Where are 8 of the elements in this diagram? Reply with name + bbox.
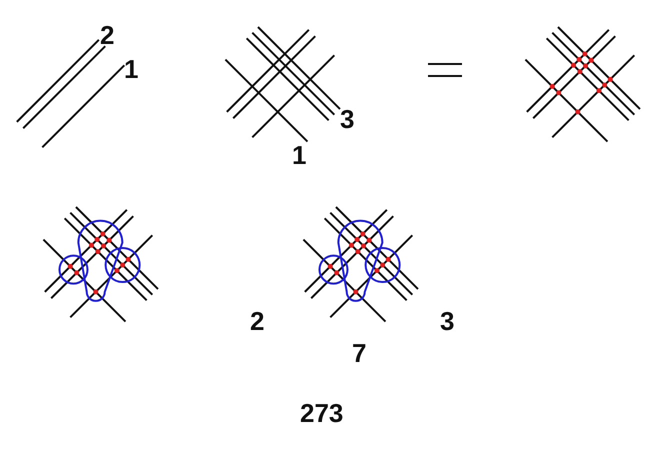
digit-label: 7 bbox=[352, 340, 366, 366]
result-number: 273 bbox=[300, 400, 344, 426]
digit-label: 2 bbox=[250, 308, 264, 334]
digit-label: 3 bbox=[440, 308, 454, 334]
digit-label: 3 bbox=[340, 106, 354, 132]
digit-label: 1 bbox=[124, 56, 138, 82]
digit-label: 2 bbox=[100, 22, 114, 48]
digit-label: 1 bbox=[292, 142, 306, 168]
